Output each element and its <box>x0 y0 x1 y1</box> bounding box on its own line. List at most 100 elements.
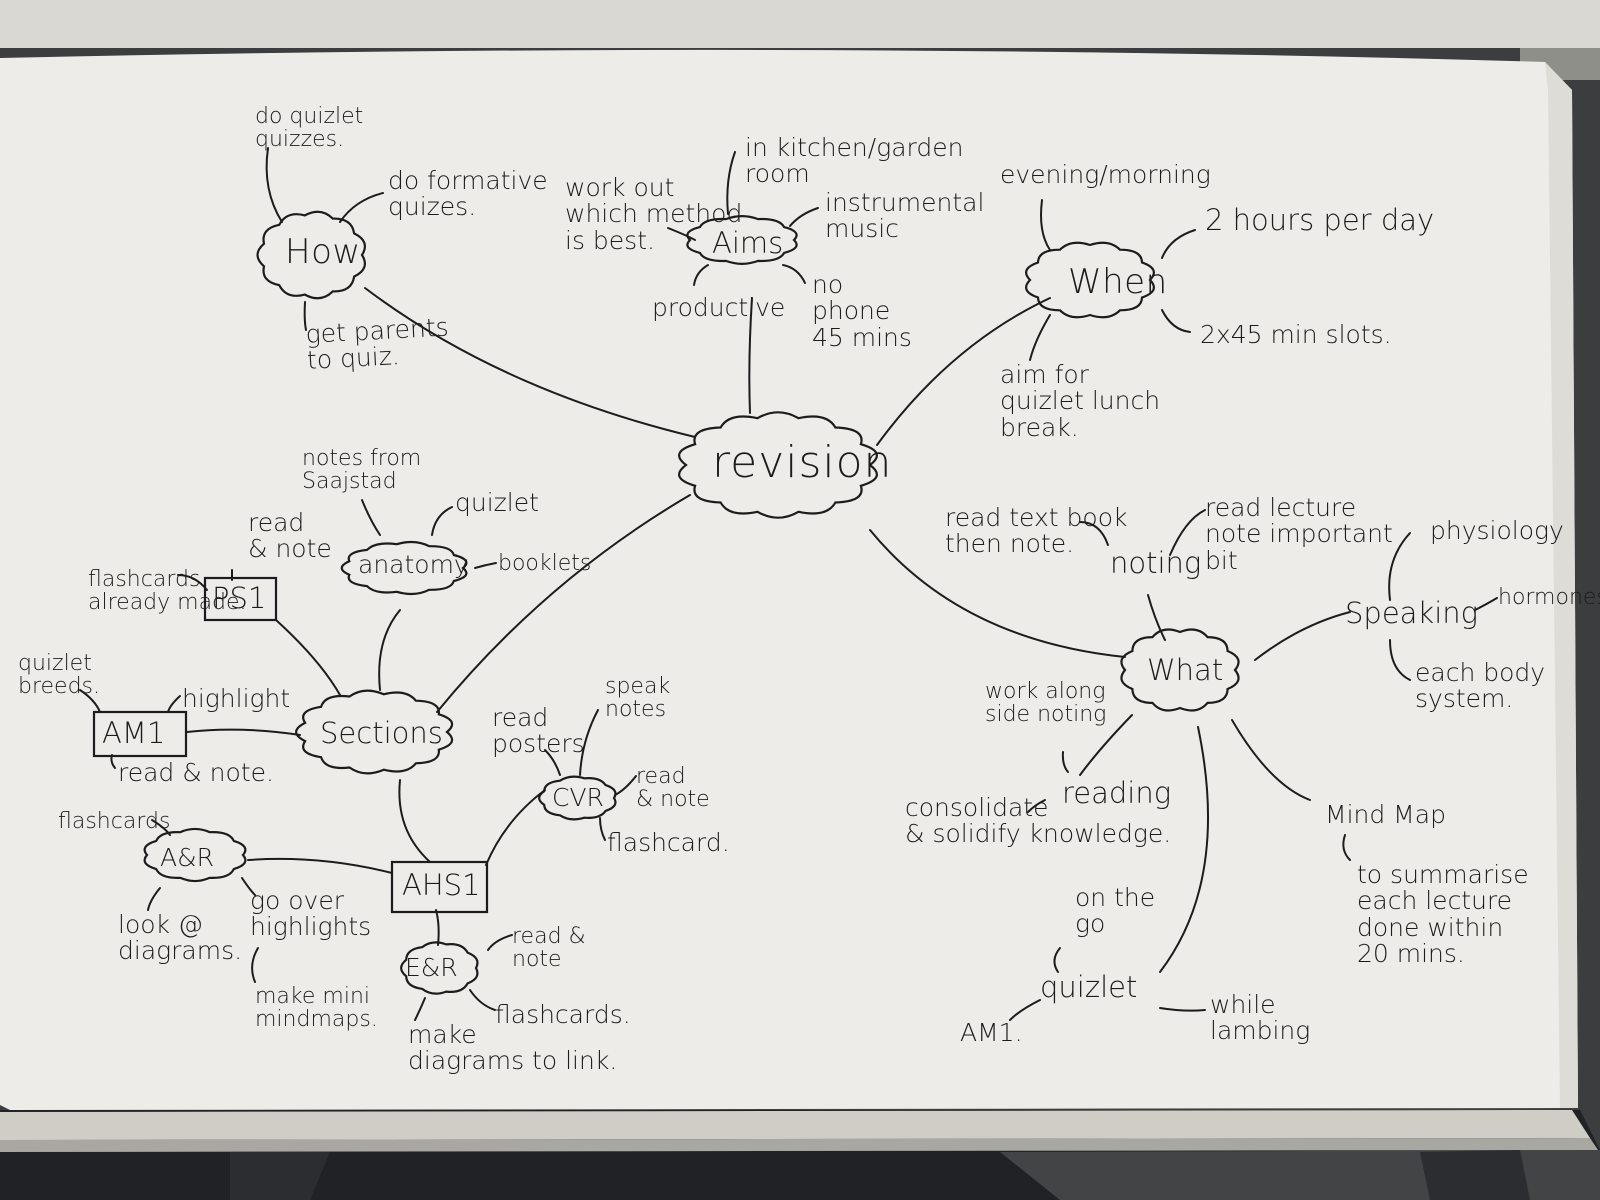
aims-node: Aims <box>712 226 784 260</box>
link-aims-phone <box>782 264 806 284</box>
when-item-evening: evening/morning <box>1000 160 1211 189</box>
link-what-quizlet <box>1159 726 1209 973</box>
speaking-item-physiology: physiology <box>1430 516 1564 545</box>
link-anatomy-booklets <box>474 562 497 569</box>
speaking-node: Speaking <box>1345 596 1479 630</box>
how-node: How <box>285 232 361 272</box>
link-aims-productive <box>693 264 709 286</box>
link-axr-highlights <box>241 877 256 896</box>
link-am1-highlight <box>167 695 181 713</box>
link-revision-aims <box>748 297 753 414</box>
sections-cloud <box>295 689 454 775</box>
link-am1-quizlet <box>79 689 101 713</box>
sections-node: Sections <box>320 716 443 750</box>
ps1-box <box>203 576 278 622</box>
quizlet-item-onthego: on the go <box>1075 883 1156 939</box>
link-reading-noting <box>1061 751 1069 773</box>
link-revision-what <box>869 529 1126 658</box>
axr-item-flashcards: flashcards <box>58 809 171 834</box>
link-quizlet-onthego <box>1053 947 1061 973</box>
link-sections-anatomy <box>378 609 401 691</box>
link-reading-consolidate <box>1027 799 1046 813</box>
speaking-item-hormones: hormones <box>1498 585 1600 610</box>
ps1-item-read: read & note <box>248 508 332 564</box>
aims-item-music: instrumental music <box>825 188 985 244</box>
noting-node: noting <box>1110 546 1202 580</box>
link-noting-lecture <box>1169 509 1206 556</box>
reading-item-consolidate: consolidate & solidify knowledge. <box>905 793 1172 849</box>
link-axr-diagrams <box>147 887 161 911</box>
how-item-quizlet: do quizlet quizzes. <box>255 104 364 153</box>
quizlet-item-lambing: while lambing <box>1210 990 1311 1046</box>
link-how-quizlet <box>265 147 283 223</box>
link-axr-mindmaps <box>251 947 259 983</box>
link-aims-kitchen <box>726 151 736 215</box>
am1-item-highlight: highlight <box>182 684 291 713</box>
exr-item-diagrams: make diagrams to link. <box>408 1020 618 1076</box>
link-aims-method <box>667 227 696 241</box>
when-item-slots: 2x45 min slots. <box>1200 320 1392 349</box>
axr-item-mindmaps: make mini mindmaps. <box>255 984 378 1033</box>
what-node: What <box>1147 653 1224 687</box>
link-what-noting <box>1147 594 1166 641</box>
how-item-formative: do formative quizes. <box>388 166 548 222</box>
link-speaking-physiology <box>1388 532 1411 601</box>
axr-node: A&R <box>160 843 214 872</box>
aims-item-method: work out which method is best. <box>565 173 743 255</box>
quizlet-node: quizlet <box>1040 970 1138 1004</box>
am1-node: AM1 <box>102 716 166 750</box>
link-what-speaking <box>1254 611 1351 661</box>
am1-box <box>92 710 188 758</box>
link-ahs1-axr <box>247 857 393 874</box>
link-noting-textbook <box>1079 521 1109 546</box>
speaking-item-system: each body system. <box>1415 658 1546 714</box>
link-sections-ahs1 <box>398 779 431 863</box>
axr-cloud <box>143 827 247 883</box>
link-anatomy-quizlet <box>431 506 453 536</box>
anatomy-node: anatomy <box>358 550 469 579</box>
ps1-item-flashcards: flashcards already made. <box>88 567 247 616</box>
am1-item-read: read & note. <box>118 758 274 787</box>
exr-cloud <box>400 941 479 995</box>
exr-item-flashcards: flashcards. <box>495 1000 631 1029</box>
link-ahs1-cvr <box>485 789 546 866</box>
link-cvr-posters <box>544 749 561 776</box>
cvr-node: CVR <box>552 783 604 812</box>
axr-item-diagrams: look @ diagrams. <box>118 910 243 966</box>
when-node: When <box>1068 262 1168 302</box>
ahs1-node: AHS1 <box>402 868 481 902</box>
mindmap-item-summarise: to summarise each lecture done within 20… <box>1357 860 1529 968</box>
ps1-node: PS1 <box>212 581 267 615</box>
link-exr-read <box>487 934 513 951</box>
link-when-evening <box>1040 199 1051 251</box>
link-sections-ps1 <box>275 619 341 696</box>
link-speaking-system <box>1389 639 1411 681</box>
cvr-item-flashcard: flashcard. <box>607 828 730 857</box>
aims-item-kitchen: in kitchen/garden room <box>745 133 964 189</box>
link-when-slots <box>1161 309 1191 333</box>
anatomy-cloud <box>340 540 468 596</box>
noting-item-lecture: read lecture note important bit <box>1205 493 1393 575</box>
ahs1-box <box>390 860 489 914</box>
link-what-reading <box>1079 714 1133 776</box>
link-cvr-flashcard <box>599 817 606 841</box>
link-revision-how <box>364 287 696 438</box>
cvr-cloud <box>538 775 617 821</box>
aims-item-phone: no phone 45 mins <box>812 270 912 352</box>
link-quizlet-am1 <box>1009 999 1041 1021</box>
link-when-aim <box>1029 314 1051 361</box>
anatomy-item-quizlet: quizlet <box>455 488 539 517</box>
revision-cloud <box>678 411 878 519</box>
link-how-formative <box>339 192 384 223</box>
anatomy-item-booklets: booklets <box>498 551 592 576</box>
exr-node: E&R <box>405 953 458 982</box>
mindmap-node: Mind Map <box>1325 800 1446 829</box>
cvr-item-speak: speak notes <box>605 674 671 723</box>
aims-item-productive: productive <box>652 293 786 322</box>
link-what-mindmap <box>1231 719 1311 801</box>
link-exr-flashcards <box>469 989 496 1011</box>
link-anatomy-notes <box>361 499 381 536</box>
link-cvr-speak <box>579 709 599 776</box>
what-cloud <box>1120 628 1240 712</box>
